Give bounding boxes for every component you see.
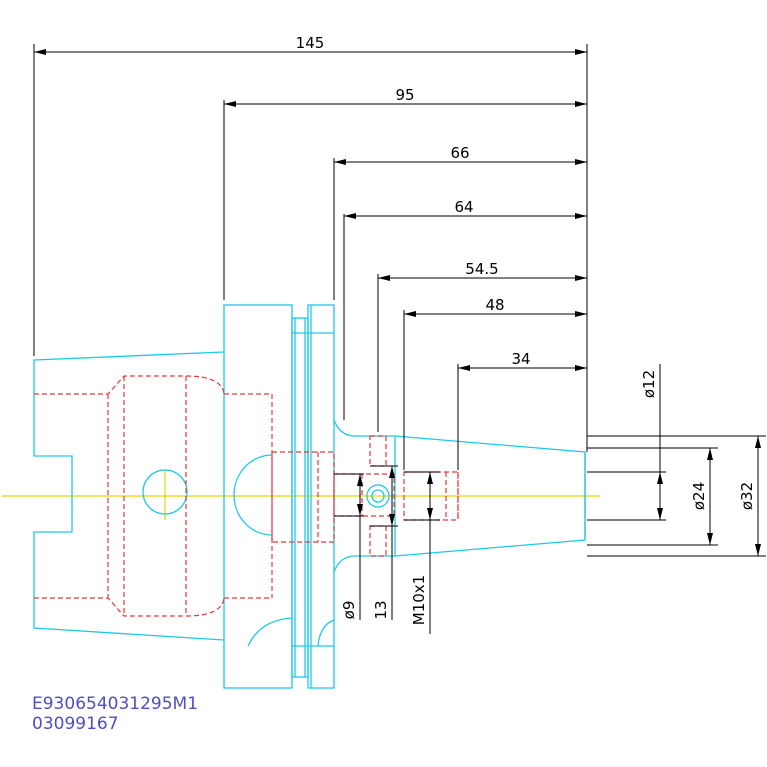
dim-label-13: 13 (372, 600, 390, 619)
part-number-line-2: 03099167 (32, 714, 119, 734)
dim-label-95: 95 (395, 86, 414, 104)
dim-label-dia-24: ø24 (690, 482, 708, 510)
dim-label-145: 145 (296, 34, 325, 52)
dim-label-dia-12: ø12 (640, 370, 658, 398)
dim-label-dia-9: ø9 (340, 601, 358, 620)
dim-label-thread: M10x1 (410, 575, 428, 625)
dim-label-66: 66 (450, 144, 469, 162)
dim-label-54-5: 54.5 (465, 260, 498, 278)
part-number-line-1: E930654031295M1 (32, 694, 198, 714)
dim-label-48: 48 (485, 296, 504, 314)
hidden-lines (34, 375, 459, 617)
holder-outline (33, 304, 586, 689)
dim-label-dia-32: ø32 (738, 482, 756, 510)
dim-label-64: 64 (454, 198, 473, 216)
dimension-geometry (33, 44, 766, 634)
dim-label-34: 34 (511, 350, 530, 368)
